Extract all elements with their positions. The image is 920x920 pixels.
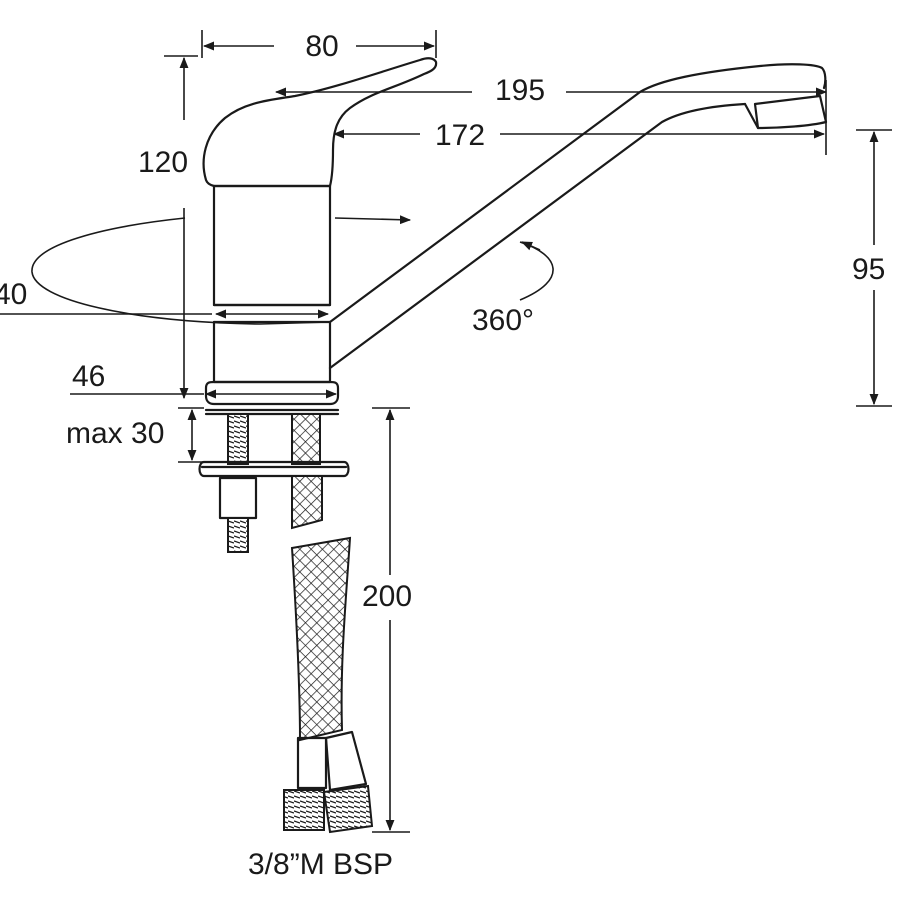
label-lever-height: 120 (138, 146, 188, 179)
label-base-diameter: 46 (72, 360, 105, 393)
label-rotation: 360° (472, 304, 534, 337)
label-hose-length: 200 (362, 580, 412, 613)
label-max-worktop: max 30 (66, 417, 164, 450)
label-spout-reach-total: 195 (495, 74, 545, 107)
mounting-hardware (198, 408, 374, 834)
tap-body (204, 184, 340, 406)
lever-handle (202, 57, 438, 188)
rotation-indicator (31, 215, 554, 325)
dimension-lines (0, 30, 892, 833)
label-body-diameter: 40 (0, 278, 27, 311)
spout (328, 63, 828, 370)
label-spout-reach: 172 (435, 119, 485, 152)
label-outlet-height: 95 (852, 253, 885, 286)
label-lever-width: 80 (305, 30, 338, 63)
dimension-labels: 80 195 172 120 95 360° 40 46 max 30 200 … (0, 30, 885, 881)
label-connection: 3/8”M BSP (248, 848, 393, 881)
